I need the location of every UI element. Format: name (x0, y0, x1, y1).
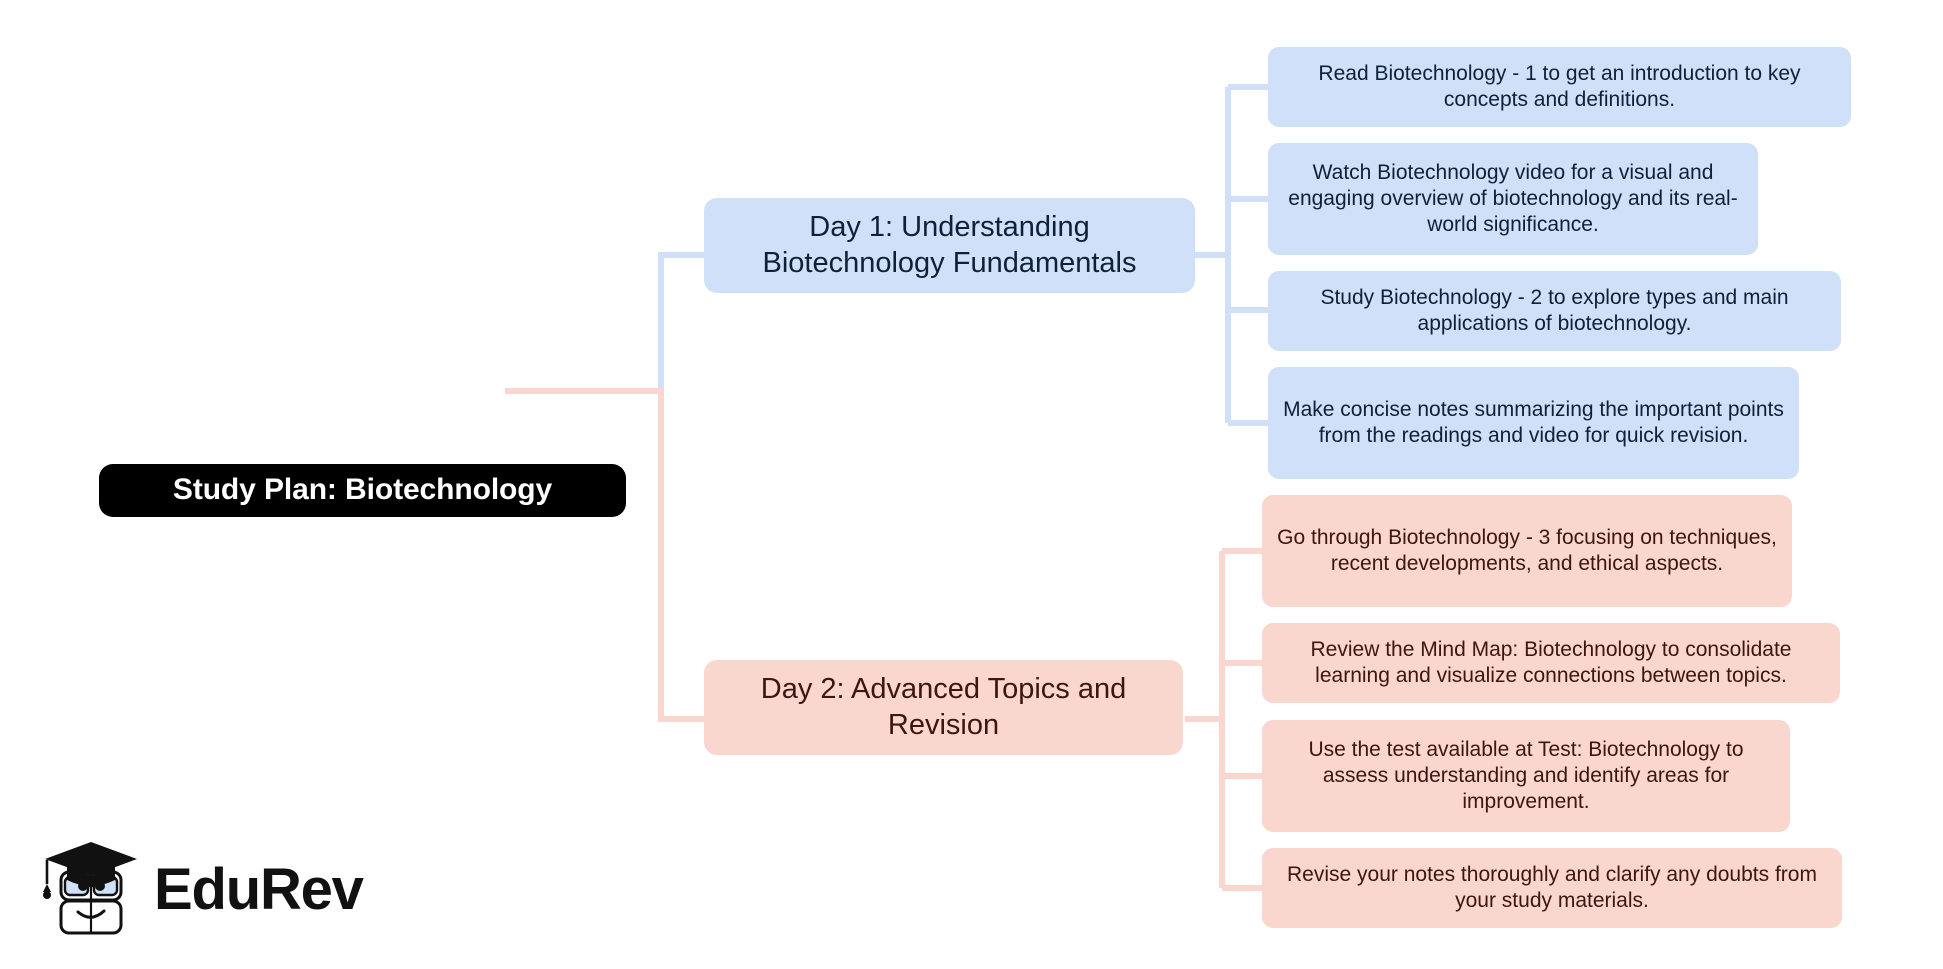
leaf-node-label: Make concise notes summarizing the impor… (1283, 397, 1784, 447)
leaf-node-day1-make-notes[interactable]: Make concise notes summarizing the impor… (1268, 367, 1799, 479)
branch-node-day-2[interactable]: Day 2: Advanced Topics and Revision (704, 660, 1183, 755)
root-node-study-plan[interactable]: Study Plan: Biotechnology (99, 464, 626, 517)
leaf-node-label: Go through Biotechnology - 3 focusing on… (1277, 525, 1777, 575)
leaf-node-day2-use-test[interactable]: Use the test available at Test: Biotechn… (1262, 720, 1790, 832)
leaf-node-label: Review the Mind Map: Biotechnology to co… (1310, 637, 1792, 687)
leaf-node-day1-study-biotechnology-2[interactable]: Study Biotechnology - 2 to explore types… (1268, 271, 1841, 351)
root-node-label: Study Plan: Biotechnology (172, 473, 553, 507)
connector-root-to-day1 (505, 252, 704, 394)
leaf-node-label: Study Biotechnology - 2 to explore types… (1320, 285, 1789, 335)
branch-node-day-2-label: Day 2: Advanced Topics and Revision (760, 673, 1127, 741)
connector-root-to-day2 (505, 388, 704, 722)
leaf-node-label: Read Biotechnology - 1 to get an introdu… (1318, 61, 1801, 111)
leaf-node-label: Use the test available at Test: Biotechn… (1308, 737, 1744, 814)
branch-node-day-1-label: Day 1: Understanding Biotechnology Funda… (762, 211, 1137, 279)
leaf-node-day2-review-mind-map[interactable]: Review the Mind Map: Biotechnology to co… (1262, 623, 1840, 703)
edurev-logo: EduRev (34, 840, 364, 940)
edurev-graduate-book-mascot-icon (43, 842, 137, 935)
leaf-node-day1-watch-video[interactable]: Watch Biotechnology video for a visual a… (1268, 143, 1758, 255)
leaf-node-day2-revise-notes[interactable]: Revise your notes thoroughly and clarify… (1262, 848, 1842, 928)
leaf-node-label: Watch Biotechnology video for a visual a… (1288, 160, 1738, 237)
leaf-node-label: Revise your notes thoroughly and clarify… (1287, 862, 1817, 912)
edurev-wordmark: EduRev (154, 857, 364, 922)
leaf-node-day2-go-through-biotechnology-3[interactable]: Go through Biotechnology - 3 focusing on… (1262, 495, 1792, 607)
leaf-node-day1-read-biotechnology-1[interactable]: Read Biotechnology - 1 to get an introdu… (1268, 47, 1851, 127)
branch-node-day-1[interactable]: Day 1: Understanding Biotechnology Funda… (704, 198, 1195, 293)
